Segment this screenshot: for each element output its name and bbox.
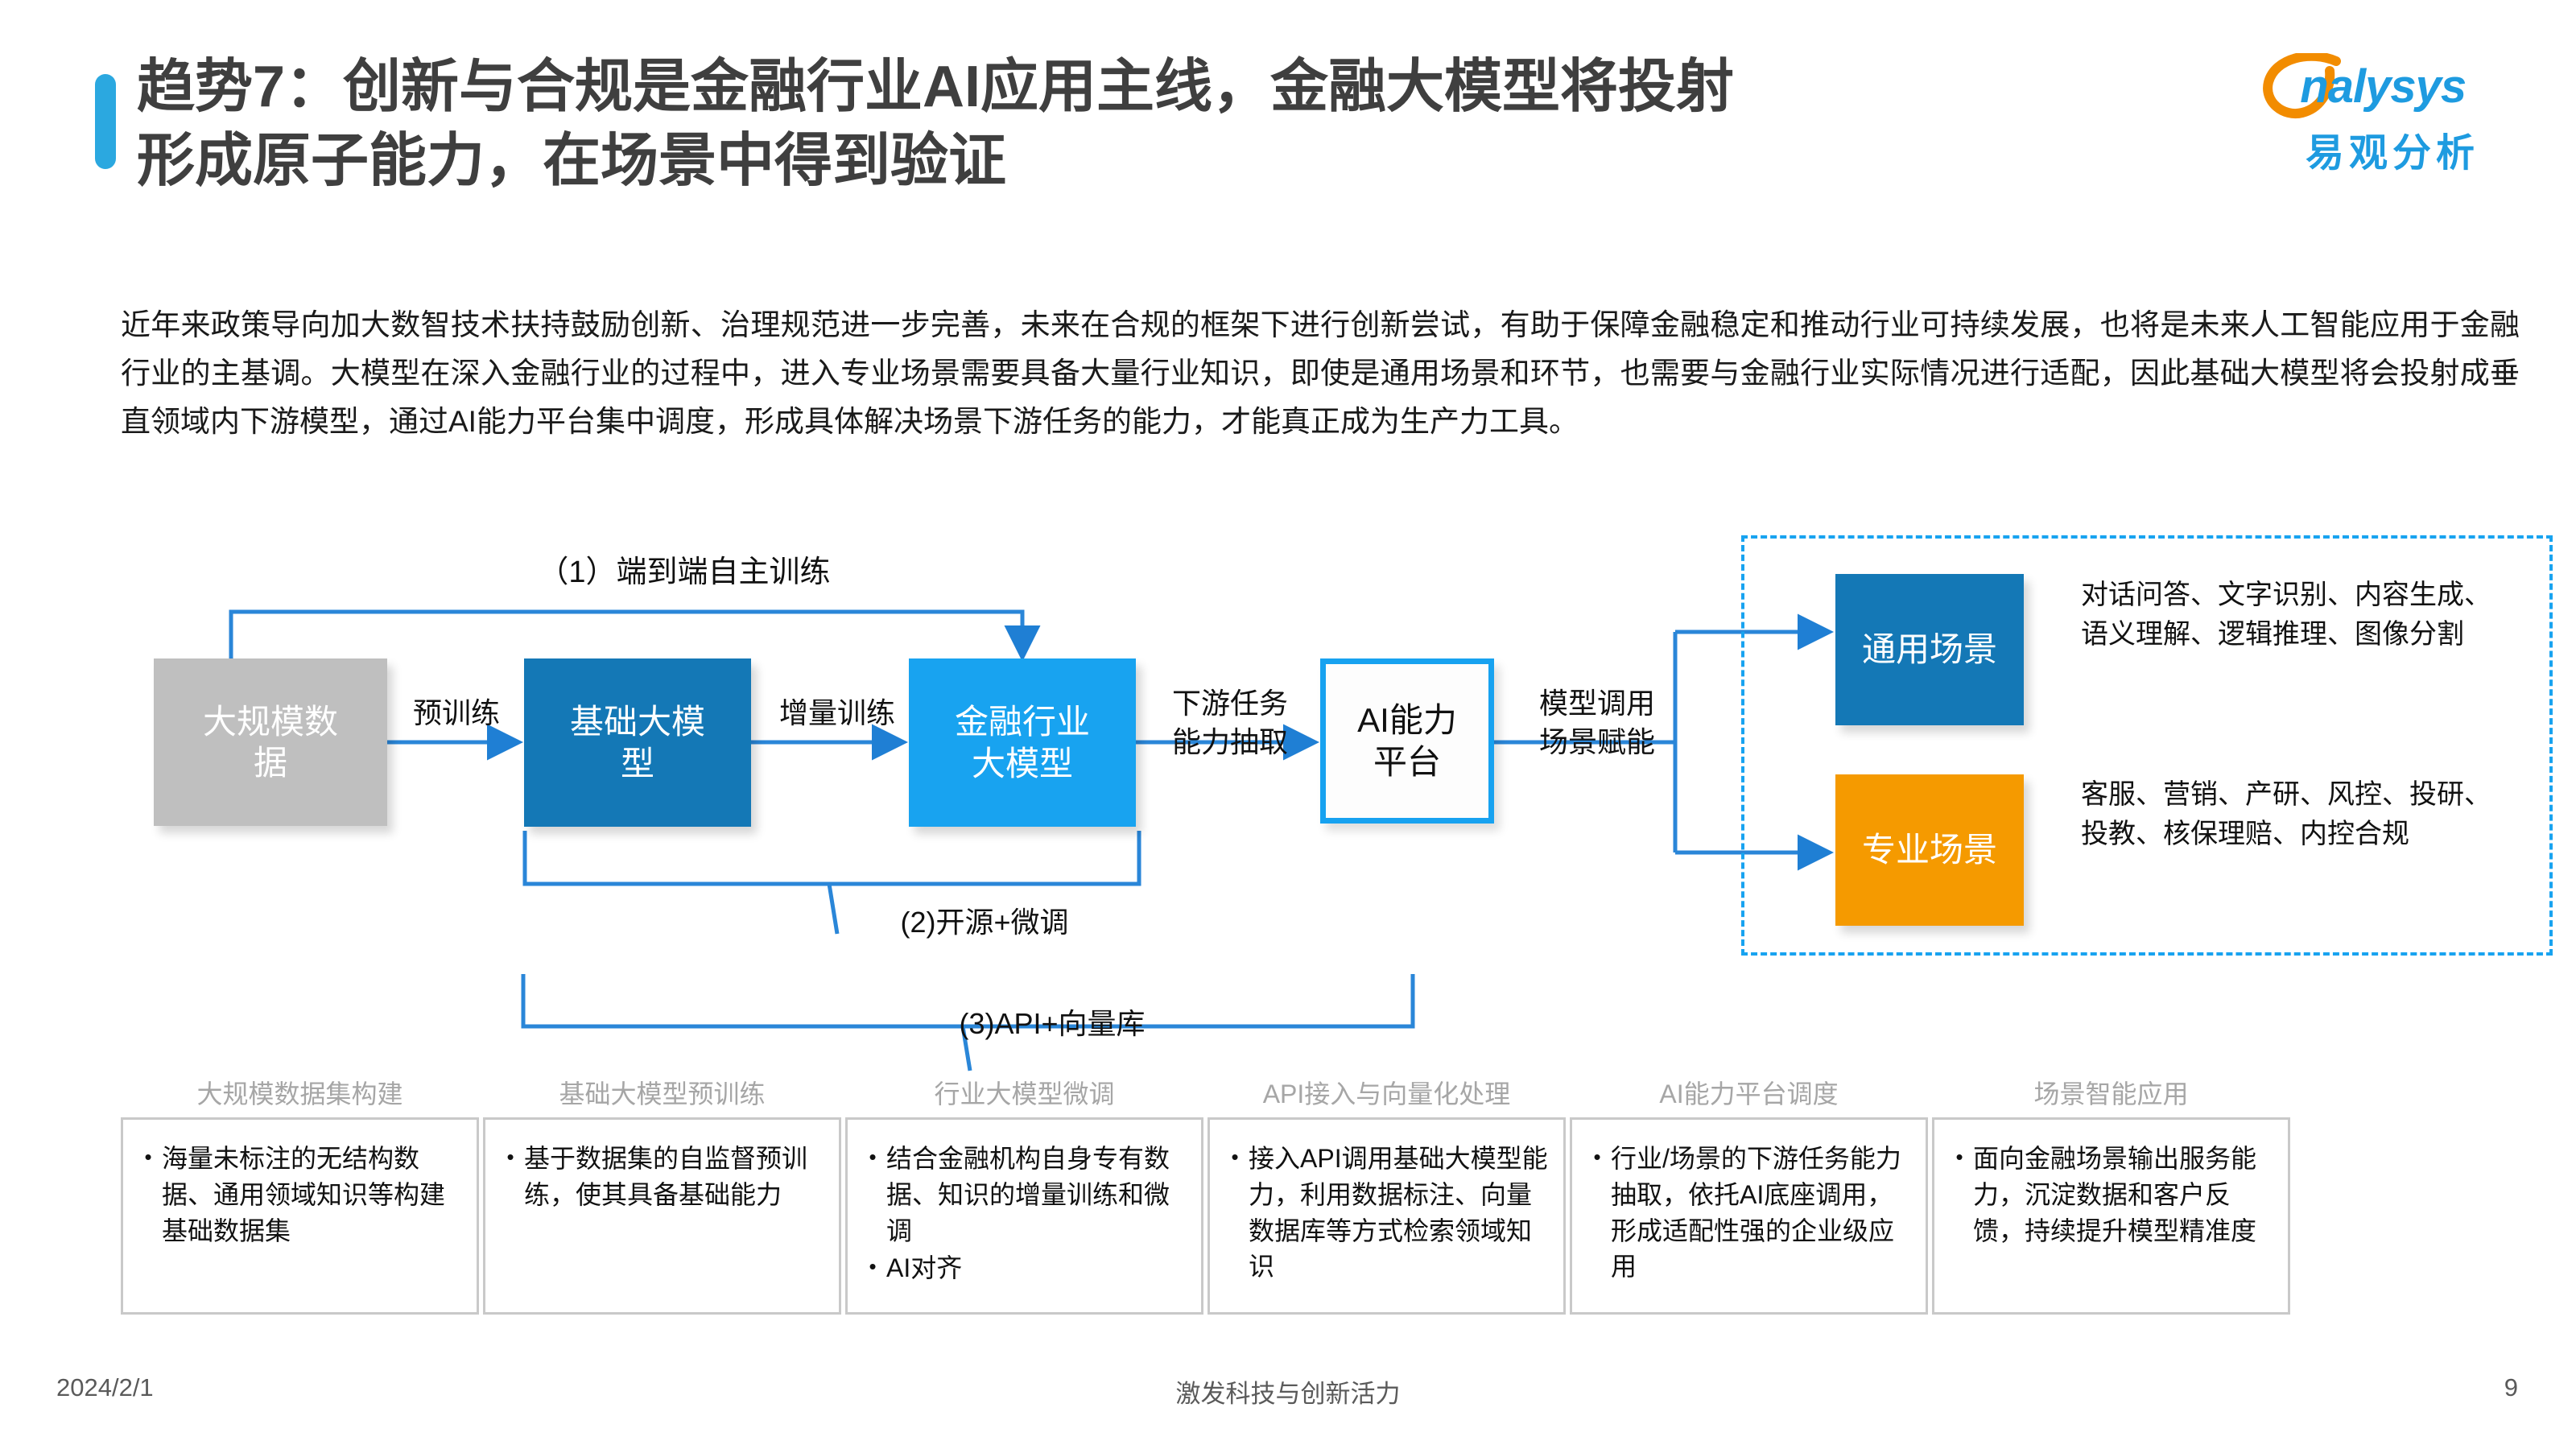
stage-card-header: 大规模数据集构建 <box>196 1080 403 1108</box>
node-special-scene[interactable]: 专业场景 <box>1835 774 2024 926</box>
stage-card-row: 大规模数据集构建•海量未标注的无结构数据、通用领域知识等构建基础数据集基础大模型… <box>0 1071 2576 1409</box>
footer-page-number: 9 <box>2504 1373 2518 1402</box>
bullet-text: 行业/场景的下游任务能力抽取，依托AI底座调用，形成适配性强的企业级应用 <box>1611 1144 1901 1282</box>
stage-card-bullet: • 海量未标注的无结构数据、通用领域知识等构建基础数据集 <box>134 1141 464 1249</box>
stage-card-header: AI能力平台调度 <box>1659 1080 1839 1108</box>
node-base-model[interactable]: 基础大模型 <box>524 658 751 827</box>
stage-card: 场景智能应用 • 面向金融场景输出服务能力，沉淀数据和客户反馈，持续提升模型精准度 <box>1932 1071 2290 1315</box>
edge-label-downstream: 下游任务能力抽取 <box>1171 687 1288 758</box>
node-ai-platform-label: AI能力平台 <box>1357 701 1457 781</box>
node-special-scene-label: 专业场景 <box>1861 831 1997 869</box>
intro-paragraph: 近年来政策导向加大数智技术扶持鼓励创新、治理规范进一步完善，未来在合规的框架下进… <box>121 308 2520 438</box>
edge-label-open-finetune: (2)开源+微调 <box>900 906 1069 939</box>
bullet-text: 接入API调用基础大模型能力，利用数据标注、向量数据库等方式检索领域知识 <box>1249 1144 1548 1282</box>
node-large-scale-data-label: 大规模数据 <box>202 702 338 782</box>
logo-wordmark-text: nalysys <box>2300 60 2467 113</box>
stage-card-bullet: • 接入API调用基础大模型能力，利用数据标注、向量数据库等方式检索领域知识 <box>1221 1141 1550 1285</box>
edge-label-api-vector: (3)API+向量库 <box>959 1007 1146 1040</box>
page-title-line2: 形成原子能力，在场景中得到验证 <box>137 129 1007 194</box>
stage-card-body: • 结合金融机构自身专有数据、知识的增量训练和微调 • AI对齐 <box>845 1117 1203 1315</box>
stage-card-body: • 行业/场景的下游任务能力抽取，依托AI底座调用，形成适配性强的企业级应用 <box>1570 1117 1928 1315</box>
logo-wordmark: analysys <box>2275 60 2467 114</box>
bullet-text: 基于数据集的自监督预训练，使其具备基础能力 <box>524 1144 808 1209</box>
stage-card-body: • 基于数据集的自监督预训练，使其具备基础能力 <box>483 1117 841 1315</box>
bullet-dot-icon: • <box>144 1145 152 1169</box>
node-general-scene[interactable]: 通用场景 <box>1835 574 2024 725</box>
stage-card-header: 场景智能应用 <box>2033 1080 2189 1108</box>
bullet-dot-icon: • <box>1231 1145 1239 1169</box>
bullet-text: 海量未标注的无结构数据、通用领域知识等构建基础数据集 <box>162 1144 446 1245</box>
stage-card: API接入与向量化处理 • 接入API调用基础大模型能力，利用数据标注、向量数据库等… <box>1208 1071 1566 1315</box>
bullet-dot-icon: • <box>1955 1145 1963 1169</box>
node-large-scale-data[interactable]: 大规模数据 <box>154 658 387 826</box>
footer-date: 2024/2/1 <box>56 1373 154 1402</box>
scenario-dashed-zone <box>1741 535 2553 956</box>
edge-label-pretrain: 预训练 <box>412 696 500 729</box>
stage-card-body: • 海量未标注的无结构数据、通用领域知识等构建基础数据集 <box>121 1117 479 1315</box>
node-ai-platform[interactable]: AI能力平台 <box>1320 658 1494 824</box>
edge-label-incremental: 增量训练 <box>778 696 895 729</box>
node-finance-model[interactable]: 金融行业大模型 <box>909 658 1136 827</box>
bullet-dot-icon: • <box>869 1145 877 1169</box>
bullet-dot-icon: • <box>1593 1145 1601 1169</box>
node-finance-model-label: 金融行业大模型 <box>954 703 1090 782</box>
bullet-text: 结合金融机构自身专有数据、知识的增量训练和微调 <box>886 1144 1170 1245</box>
footer-tagline: 激发科技与创新活力 <box>1175 1380 1401 1408</box>
page-title-line1: 趋势7：创新与合规是金融行业AI应用主线，金融大模型将投射 <box>137 55 1735 119</box>
stage-card-bullet: • AI对齐 <box>859 1250 1188 1286</box>
stage-card-bullet: • 基于数据集的自监督预训练，使其具备基础能力 <box>497 1141 826 1213</box>
stage-card-header: API接入与向量化处理 <box>1262 1080 1511 1108</box>
stage-card-header: 行业大模型微调 <box>934 1080 1115 1108</box>
logo-chinese: 易观分析 <box>2306 132 2480 175</box>
stage-card: 行业大模型微调 • 结合金融机构自身专有数据、知识的增量训练和微调 • AI对齐 <box>845 1071 1203 1315</box>
stage-card-body: • 接入API调用基础大模型能力，利用数据标注、向量数据库等方式检索领域知识 <box>1208 1117 1566 1315</box>
general-scene-description: 对话问答、文字识别、内容生成、语义理解、逻辑推理、图像分割 <box>2081 580 2491 650</box>
bullet-text: AI对齐 <box>886 1253 963 1283</box>
node-base-model-label: 基础大模型 <box>569 703 705 782</box>
bullet-text: 面向金融场景输出服务能力，沉淀数据和客户反馈，持续提升模型精准度 <box>1973 1144 2257 1245</box>
page-title: 趋势7：创新与合规是金融行业AI应用主线，金融大模型将投射 形成原子能力，在场景… <box>137 50 2165 198</box>
stage-card-bullet: • 面向金融场景输出服务能力，沉淀数据和客户反馈，持续提升模型精准度 <box>1946 1141 2275 1249</box>
stage-card: 基础大模型预训练 • 基于数据集的自监督预训练，使其具备基础能力 <box>483 1071 841 1315</box>
stage-card-bullet: • 行业/场景的下游任务能力抽取，依托AI底座调用，形成适配性强的企业级应用 <box>1583 1141 1913 1285</box>
analysys-swirl-icon <box>2263 53 2341 119</box>
special-scene-description: 客服、营销、产研、风控、投研、投教、核保理赔、内控合规 <box>2081 779 2491 850</box>
brand-logo: analysys 易观分析 <box>2238 53 2528 175</box>
stage-card-body: • 面向金融场景输出服务能力，沉淀数据和客户反馈，持续提升模型精准度 <box>1932 1117 2290 1315</box>
slide-footer: 2024/2/1 激发科技与创新活力 9 <box>0 1373 2576 1422</box>
edge-label-model-call: 模型调用场景赋能 <box>1538 687 1655 758</box>
title-accent-bar <box>95 74 116 169</box>
stage-card-header: 基础大模型预训练 <box>559 1080 766 1108</box>
bullet-dot-icon: • <box>506 1145 514 1169</box>
node-general-scene-label: 通用场景 <box>1861 630 1997 669</box>
bullet-dot-icon: • <box>869 1254 877 1279</box>
stage-card: 大规模数据集构建 • 海量未标注的无结构数据、通用领域知识等构建基础数据集 <box>121 1071 479 1315</box>
edge-label-end-to-end: （1）端到端自主训练 <box>538 555 831 589</box>
stage-card: AI能力平台调度 • 行业/场景的下游任务能力抽取，依托AI底座调用，形成适配性强的… <box>1570 1071 1928 1315</box>
stage-card-bullet: • 结合金融机构自身专有数据、知识的增量训练和微调 <box>859 1141 1188 1249</box>
